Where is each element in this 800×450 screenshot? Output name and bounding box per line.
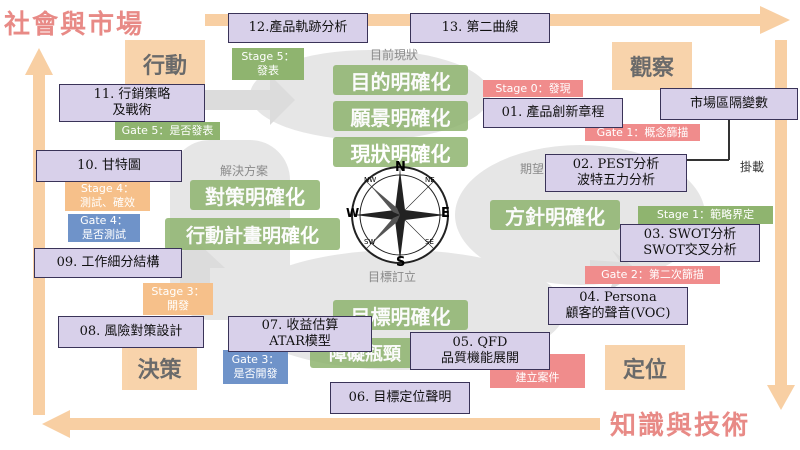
step-01-product-charter: 01. 產品創新章程 — [483, 98, 623, 128]
corner-title-society-market: 社會與市場 — [4, 10, 145, 40]
gate-1-concept-screen: Gate 1：概念篩描 — [585, 124, 700, 141]
corner-title-knowledge-tech: 知識與技術 — [610, 411, 751, 441]
compass-w-label: W — [346, 206, 360, 220]
outer-arrow-right — [767, 40, 795, 410]
compass-ne-label: NE — [425, 176, 435, 184]
market-segmentation-variables: 市場區隔變數 — [660, 88, 798, 120]
gate-5-launch: Gate 5：是否發表 — [115, 122, 220, 140]
gate-3-go-develop: Gate 3：是否開發 — [223, 350, 288, 384]
compass-n-label: N — [395, 160, 406, 175]
stage-3-develop: Stage 3：開發 — [143, 283, 213, 315]
mount-connector-vertical — [728, 120, 730, 160]
step-08-risk-countermeasure: 08. 風險對策設計 — [58, 316, 204, 348]
stage-4-test-validate: Stage 4：測試、確效 — [65, 181, 150, 211]
outer-arrow-left — [25, 48, 53, 415]
gate-4-go-test: Gate 4：是否測試 — [68, 214, 140, 242]
compass-rose-icon — [351, 166, 449, 264]
pill-status: 現狀明確化 — [333, 137, 468, 167]
compass-s-label: S — [396, 255, 406, 270]
quadrant-position: 定位 — [605, 345, 685, 390]
compass-e-label: E — [441, 206, 450, 221]
inner-arrow-top — [200, 75, 295, 125]
section-current-label: 目前現狀 — [370, 48, 419, 62]
mount-connector-horizontal — [686, 159, 729, 161]
mount-label: 掛載 — [740, 160, 765, 174]
quadrant-decision: 決策 — [122, 345, 197, 390]
section-solution-label: 解決方案 — [220, 164, 269, 178]
pill-vision: 願景明確化 — [333, 101, 468, 131]
section-expect-label: 期望 — [520, 162, 545, 176]
pill-action-plan: 行動計畫明確化 — [165, 218, 340, 250]
quadrant-action: 行動 — [125, 40, 205, 88]
compass-sw-label: SW — [364, 238, 376, 246]
compass-nw-label: NW — [364, 176, 377, 184]
step-12-product-trajectory: 12.產品軌跡分析 — [228, 13, 368, 43]
section-goal-label: 目標訂立 — [368, 270, 417, 284]
stage-0-discover: Stage 0：發現 — [483, 80, 583, 97]
stage-1-scope: Stage 1：範略界定 — [638, 206, 773, 224]
step-06-positioning-statement: 06. 目標定位聲明 — [330, 382, 470, 414]
pill-purpose: 目的明確化 — [333, 65, 468, 95]
pill-policy: 方針明確化 — [490, 200, 620, 230]
step-11-marketing-strategy: 11. 行銷策略及戰術 — [59, 84, 205, 122]
gate-2-second-screen: Gate 2：第二次篩描 — [585, 266, 720, 284]
step-09-wbs: 09. 工作細分結構 — [34, 248, 182, 278]
step-13-second-curve: 13. 第二曲線 — [410, 13, 550, 43]
quadrant-observe: 觀察 — [612, 42, 692, 90]
outer-arrow-bottom — [42, 410, 600, 438]
step-02-pest-porter: 02. PEST分析波特五力分析 — [545, 154, 687, 192]
compass-se-label: SE — [425, 238, 434, 246]
step-10-gantt-chart: 10. 甘特圖 — [36, 150, 182, 182]
pill-countermeasure: 對策明確化 — [190, 180, 320, 210]
stage-5-launch: Stage 5：發表 — [232, 48, 304, 80]
